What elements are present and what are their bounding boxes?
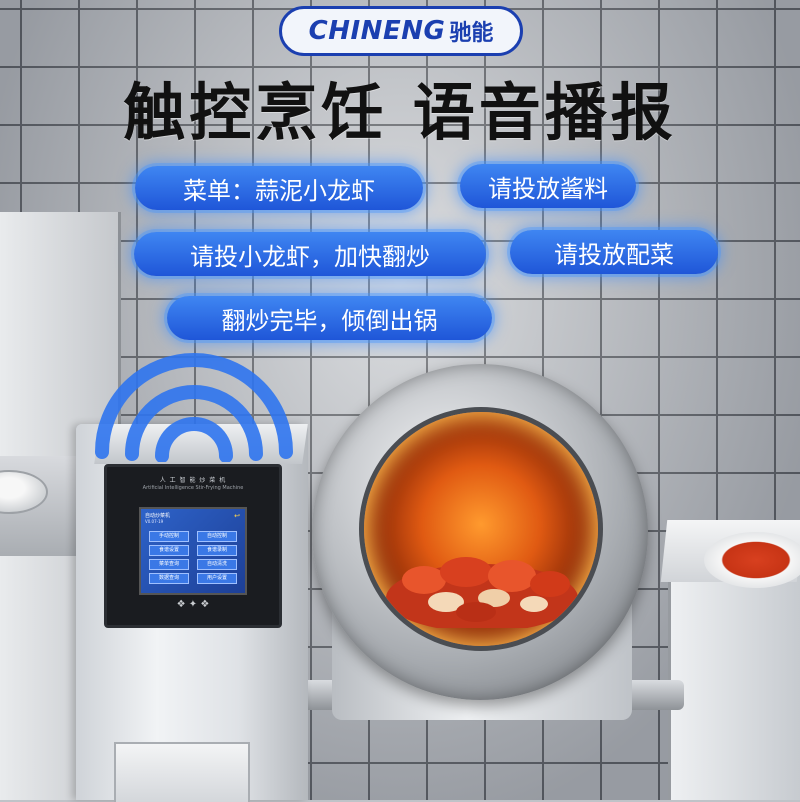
crayfish-food	[386, 557, 578, 628]
screen-button-auto[interactable]: 自动控制	[197, 531, 237, 542]
crayfish-plate	[704, 532, 800, 588]
screen-header: 自动炒菜机	[145, 513, 171, 519]
panel-subtitle: Artificial Intelligence Stir-Frying Mach…	[142, 485, 244, 491]
drum-opening-fire	[364, 412, 598, 646]
screen-button-auto-clean[interactable]: 自动清洗	[197, 559, 237, 570]
screen-button-menu-query[interactable]: 菜单查询	[149, 559, 189, 570]
logo-wordmark: CHINENG	[308, 16, 446, 46]
touch-screen[interactable]: 自动炒菜机 V0.07-19 ↩ 手动控制 自动控制 食谱设置 食谱录制 菜单查…	[139, 507, 247, 595]
screen-button-recipe-record[interactable]: 食谱录制	[197, 545, 237, 556]
screen-button-recipe-settings[interactable]: 食谱设置	[149, 545, 189, 556]
voice-prompt-side-dish: 请投放配菜	[510, 230, 718, 274]
control-panel: 人 工 智 能 炒 菜 机 Artificial Intelligence St…	[104, 464, 282, 628]
panel-title: 人 工 智 能 炒 菜 机	[159, 477, 227, 484]
headline: 触控烹饪 语音播报	[123, 76, 677, 149]
voice-prompt-finish: 翻炒完毕，倾倒出锅	[167, 296, 492, 340]
logo-chinese: 驰能	[449, 21, 494, 46]
screen-button-data-query[interactable]: 数据查询	[149, 573, 189, 584]
voice-prompt-crayfish: 请投小龙虾，加快翻炒	[134, 232, 486, 276]
ornament-decoration: ❖ ✦ ❖	[176, 599, 210, 610]
voice-prompt-menu: 菜单：蒜泥小龙虾	[135, 166, 423, 210]
brand-logo: CHINENG 驰能	[279, 6, 523, 56]
cabinet-door	[114, 742, 250, 802]
signal-waves-icon	[95, 353, 293, 462]
screen-button-user-settings[interactable]: 用户设置	[197, 573, 237, 584]
voice-prompt-sauce: 请投放酱料	[460, 164, 636, 208]
screen-version: V0.07-19	[145, 519, 164, 524]
back-arrow-icon[interactable]: ↩	[234, 512, 240, 520]
screen-button-manual[interactable]: 手动控制	[149, 531, 189, 542]
